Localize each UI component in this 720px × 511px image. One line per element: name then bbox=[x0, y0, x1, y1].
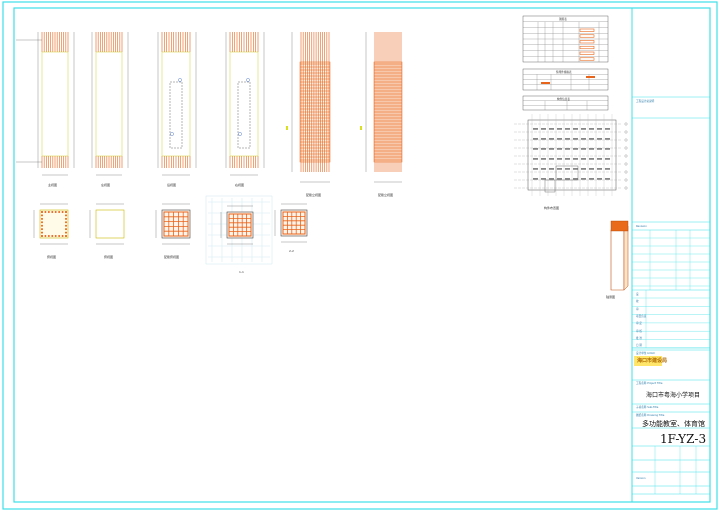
company-logo: 海口市建设局 bbox=[637, 358, 668, 364]
drawing-name: 多功能教室、体育馆 bbox=[642, 420, 705, 428]
table-title-schedule: 钢筋表 bbox=[559, 18, 567, 21]
title-block-row-label: 日 期 bbox=[636, 344, 643, 348]
view-label-side: 俯视图 bbox=[104, 255, 114, 259]
plan-top bbox=[33, 203, 69, 245]
title-block-row-label: 审 定 bbox=[636, 322, 643, 326]
project-label: 工程名称 Project Title bbox=[636, 382, 663, 385]
title-block-row-label: 批 准 bbox=[636, 336, 643, 340]
inner-border bbox=[13, 7, 711, 503]
elevation-views bbox=[16, 32, 403, 183]
view-label-rebar-side: 配筋立视图 bbox=[378, 193, 394, 197]
section-label-1: 1-1 bbox=[239, 270, 244, 274]
view-label-rebar-front: 配筋立视图 bbox=[306, 193, 322, 197]
sub-title-label: 子项名称 Sub-Title bbox=[636, 406, 659, 409]
view-label-right: 右视图 bbox=[235, 183, 245, 187]
section-1-1-core bbox=[220, 205, 254, 245]
rebar-schedule-table bbox=[522, 15, 609, 63]
section-label-2: 2-2 bbox=[289, 249, 294, 253]
project-name: 海口市粤海小学项目 bbox=[646, 392, 701, 399]
note-title: 工程设计总说明 bbox=[636, 100, 655, 103]
section-2-2 bbox=[274, 203, 308, 243]
axonometric-column bbox=[610, 220, 629, 291]
elevation-left bbox=[91, 32, 129, 176]
plan-side bbox=[89, 203, 125, 245]
table-title-embedded: 预埋件规格表 bbox=[556, 71, 572, 74]
elevation-back bbox=[157, 32, 197, 176]
elevation-rebar-side bbox=[360, 32, 403, 183]
view-label-front: 主视图 bbox=[48, 183, 58, 187]
company-label: 设计单位 LOGO bbox=[636, 352, 655, 355]
title-block-row-label: 校 bbox=[636, 300, 639, 304]
plan-views bbox=[33, 195, 308, 265]
component-layout-plan bbox=[514, 114, 628, 196]
title-block-row-label: 设 bbox=[636, 293, 639, 296]
embedded-parts-table bbox=[522, 68, 609, 91]
table-title-accessory: 构件信息表 bbox=[557, 98, 570, 101]
drawing-number: 1F-YZ-3 bbox=[660, 432, 707, 446]
plan-rebar-top bbox=[155, 203, 191, 245]
elevation-rebar-front bbox=[286, 32, 331, 183]
title-block-row-label: 审 bbox=[636, 307, 639, 311]
revision-label: Revision bbox=[636, 225, 647, 228]
view-label-component-plan: 构件布置图 bbox=[544, 206, 560, 210]
view-label-top: 俯视图 bbox=[47, 255, 57, 259]
section-1-1 bbox=[205, 195, 273, 265]
view-label-axonometric: 轴测图 bbox=[606, 295, 616, 299]
view-label-back: 后视图 bbox=[167, 183, 177, 187]
elevation-front bbox=[37, 32, 75, 176]
title-block bbox=[631, 8, 710, 502]
view-label-left: 左视图 bbox=[101, 183, 111, 187]
company-logo-box bbox=[634, 356, 662, 366]
version-label: Version bbox=[636, 477, 646, 480]
title-block-row-label: 项目负责 bbox=[636, 314, 647, 318]
elevation-right bbox=[225, 32, 265, 176]
drawing-title-label: 图纸名称 Drawing Title bbox=[636, 414, 665, 417]
title-block-row-label: 审 核 bbox=[636, 329, 643, 333]
view-label-rebar-top: 配筋俯视图 bbox=[164, 255, 180, 259]
component-info-table bbox=[522, 95, 609, 111]
